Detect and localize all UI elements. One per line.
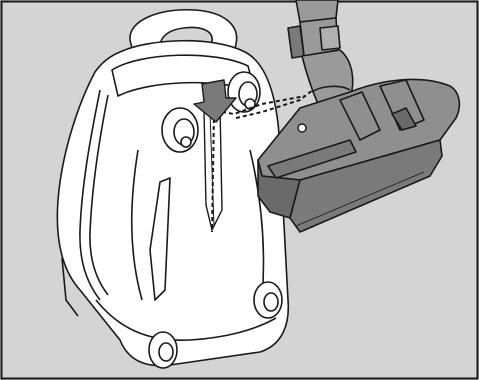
wand-button xyxy=(320,26,340,50)
upper-right-wheel xyxy=(228,72,260,112)
upper-left-wheel xyxy=(162,108,198,152)
floorhead-peg xyxy=(298,124,306,132)
lower-left-wheel xyxy=(149,332,177,368)
lower-right-wheel xyxy=(254,282,282,318)
